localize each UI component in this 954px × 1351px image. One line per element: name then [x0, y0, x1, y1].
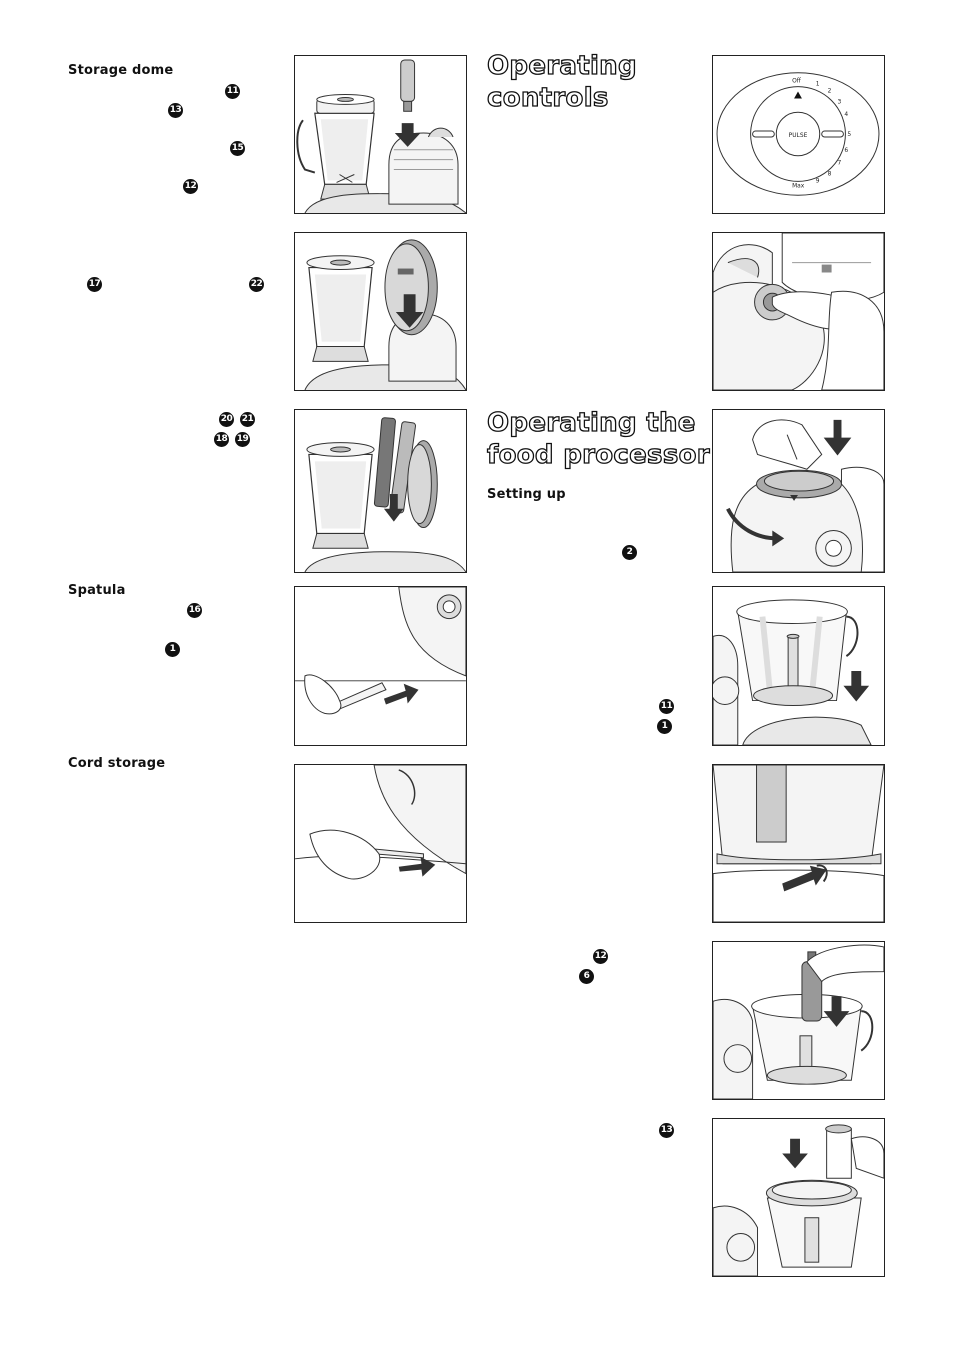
insert-tool-into-bowl-icon: [712, 941, 885, 1100]
ref-marker: 19: [235, 432, 250, 447]
speed-number: 7: [838, 161, 842, 167]
ref-marker: 20: [219, 412, 234, 427]
heading-line: Operating the: [486, 407, 696, 438]
speed-number: 4: [844, 112, 848, 118]
setting-up-subheading: Setting up: [487, 487, 566, 502]
cord-storage-icon: [294, 764, 467, 923]
ref-marker: 18: [214, 432, 229, 447]
off-label: Off: [792, 79, 802, 85]
ref-marker: 11: [659, 699, 674, 714]
operating-food-processor-heading: Operating the food processor: [486, 407, 710, 471]
pulse-button-press-icon: [712, 232, 885, 391]
ref-marker: 13: [168, 103, 183, 118]
blender-storage-dome-insert-blades-icon: [294, 409, 467, 573]
ref-marker: 22: [249, 277, 264, 292]
blender-storage-dome-insert-tool-icon: [294, 55, 467, 214]
operating-controls-heading: Operating controls: [486, 50, 637, 114]
max-label: Max: [792, 183, 805, 189]
spatula-heading: Spatula: [68, 583, 126, 598]
ref-marker: 1: [657, 719, 672, 734]
ref-marker: 11: [225, 84, 240, 99]
pulse-label: PULSE: [789, 133, 808, 139]
bowl-lock-icon: [712, 764, 885, 923]
ref-marker: 13: [659, 1123, 674, 1138]
storage-dome-heading: Storage dome: [68, 63, 174, 78]
speed-number: 3: [838, 99, 842, 105]
ref-marker: 1: [165, 642, 180, 657]
fit-lid-and-pusher-icon: [712, 1118, 885, 1277]
speed-number: 6: [844, 148, 848, 154]
speed-number: 5: [847, 132, 851, 138]
ref-marker: 12: [593, 949, 608, 964]
cord-storage-heading: Cord storage: [68, 756, 166, 771]
ref-marker: 17: [87, 277, 102, 292]
blender-storage-dome-insert-disc-icon: [294, 232, 467, 391]
speed-dial-icon: PULSE Off Max 1 2 3 4 5 6 7 8 9: [712, 55, 885, 214]
ref-marker: 15: [230, 141, 245, 156]
heading-line: controls: [486, 82, 609, 113]
ref-marker: 16: [187, 603, 202, 618]
speed-number: 8: [828, 171, 832, 177]
place-bowl-icon: [712, 586, 885, 746]
ref-marker: 21: [240, 412, 255, 427]
attach-bowl-twist-icon: [712, 409, 885, 573]
speed-number: 2: [828, 89, 832, 95]
spatula-insert-icon: [294, 586, 467, 746]
speed-number: 9: [816, 178, 820, 184]
heading-line: Operating: [486, 50, 637, 81]
ref-marker: 2: [622, 545, 637, 560]
heading-line: food processor: [486, 439, 710, 470]
ref-marker: 6: [579, 969, 594, 984]
speed-number: 1: [816, 82, 820, 88]
ref-marker: 12: [183, 179, 198, 194]
